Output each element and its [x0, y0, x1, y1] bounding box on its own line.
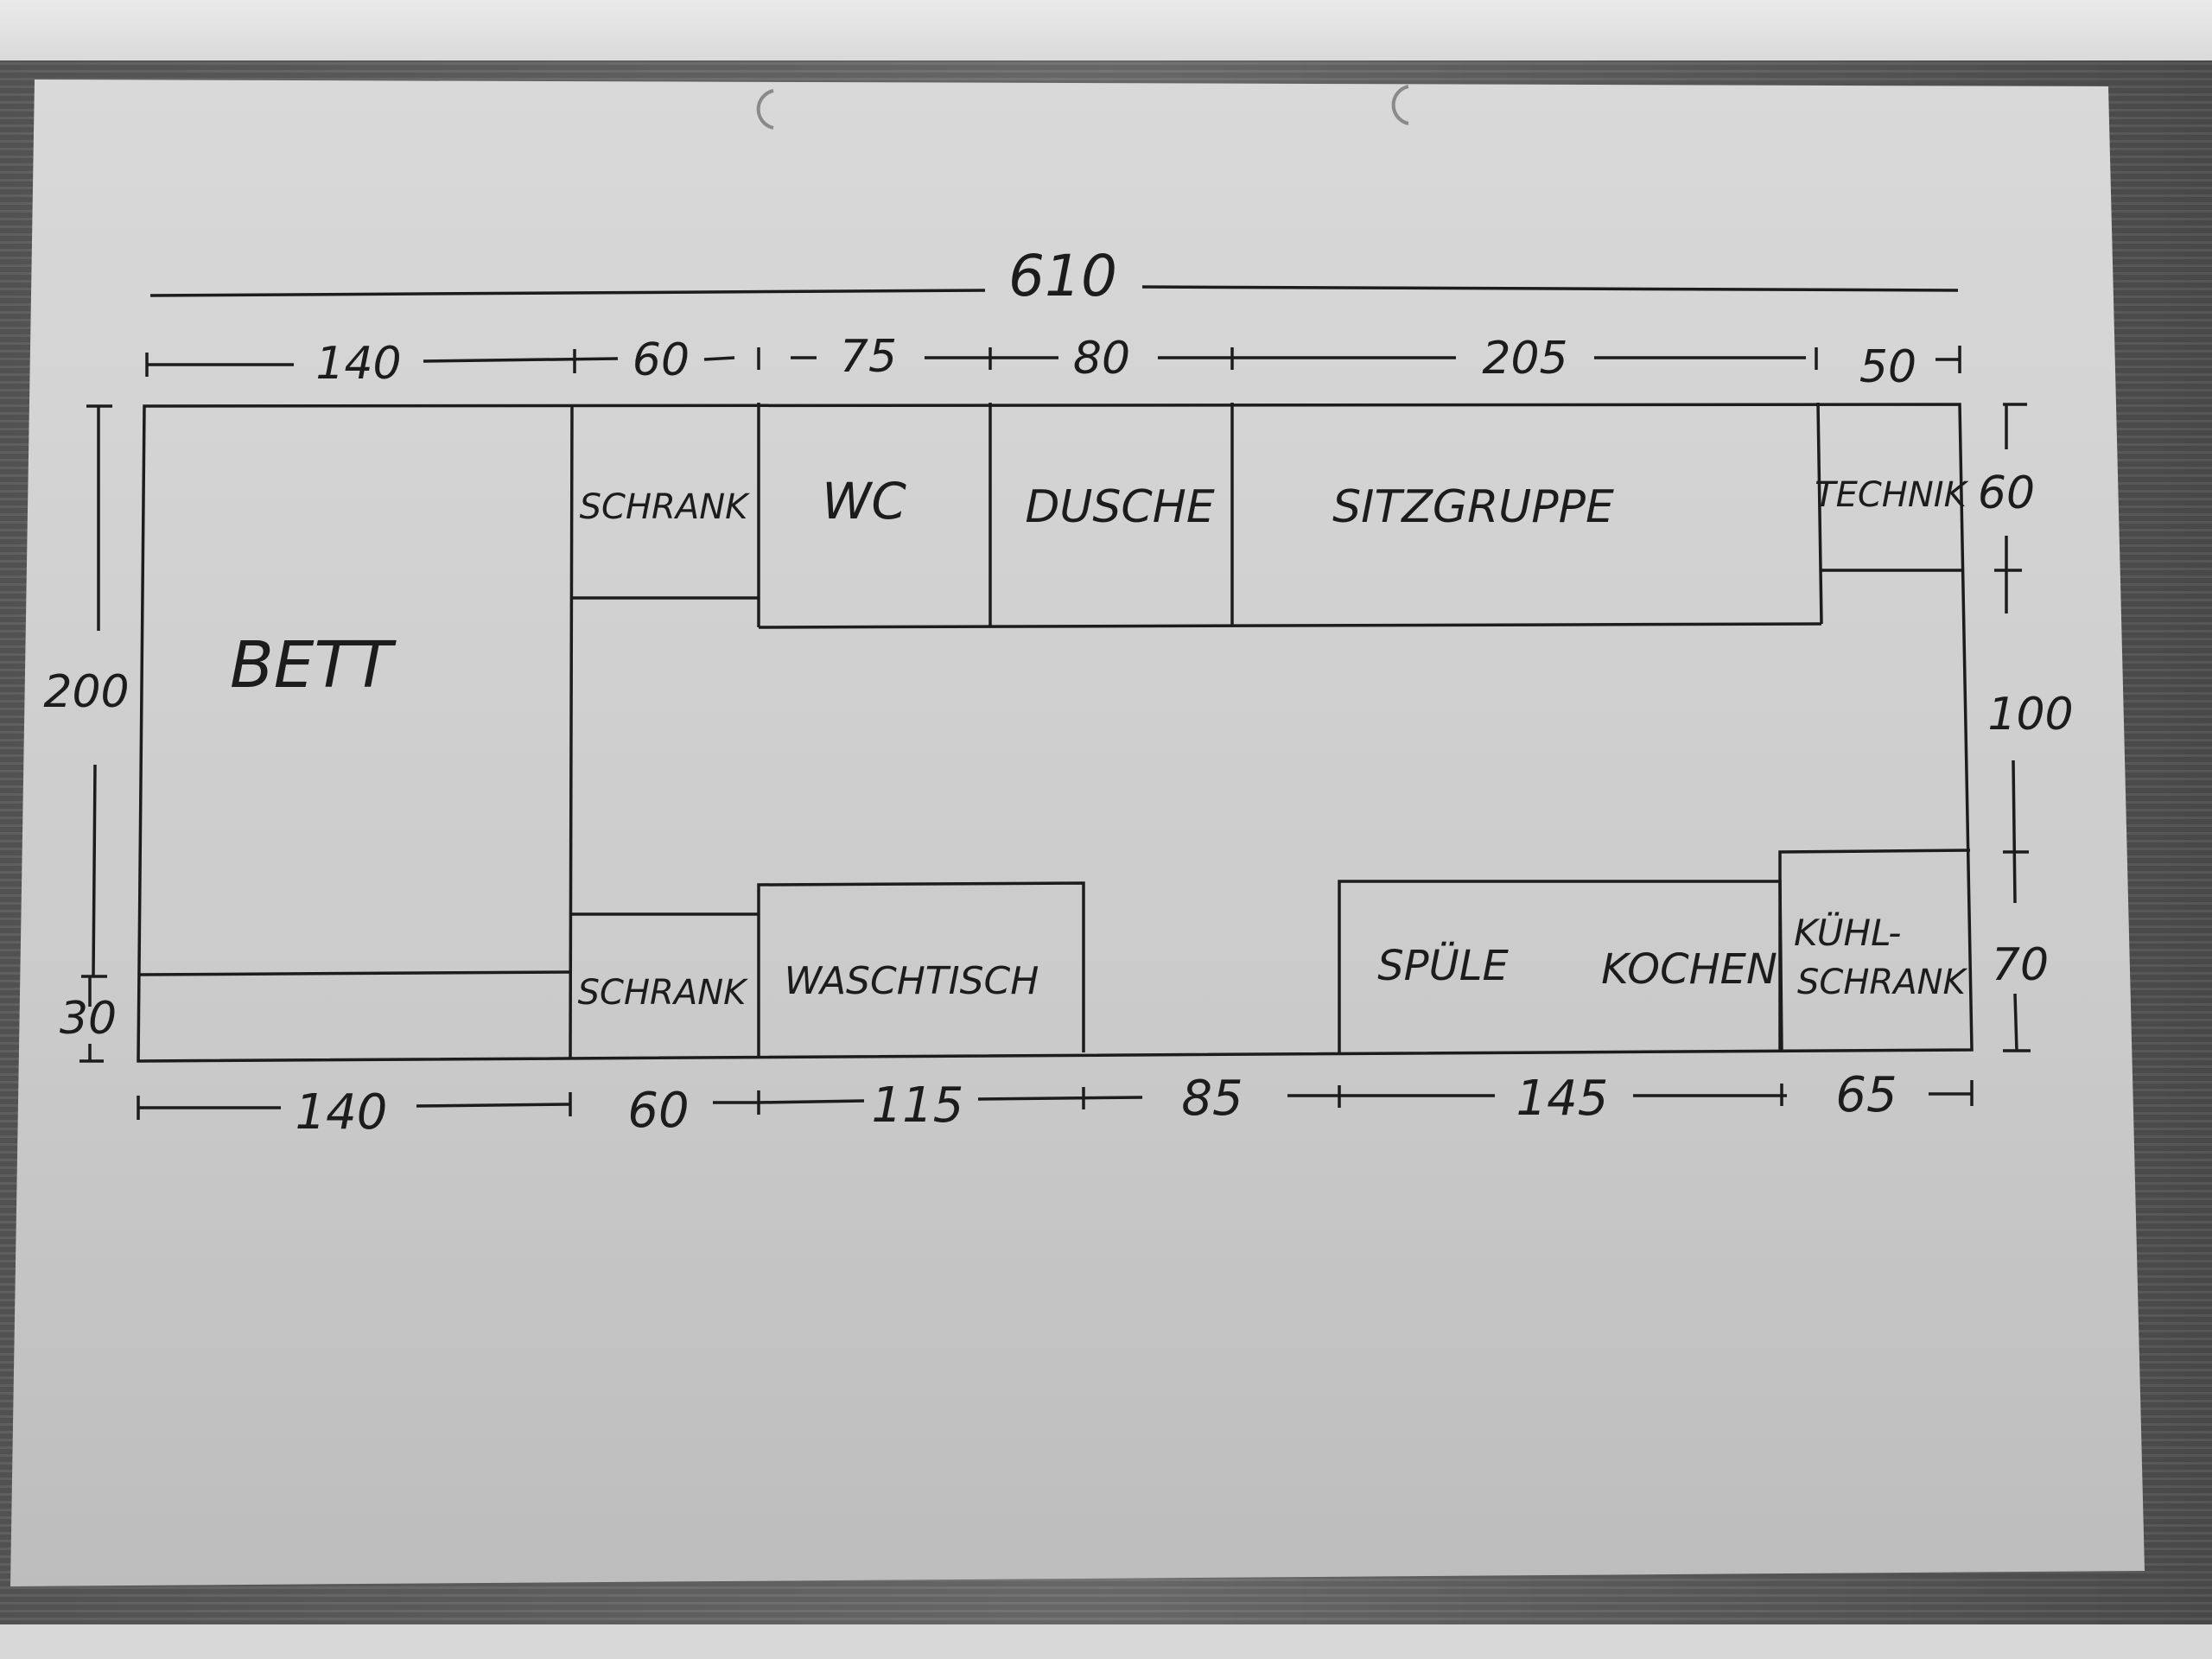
dim-bottom-waschtisch: 115 — [872, 1077, 964, 1134]
label-dusche: DUSCHE — [1025, 481, 1215, 533]
label-bett: BETT — [230, 628, 397, 702]
dim-right-gang: 100 — [1987, 689, 2073, 741]
dim-top-bett: 140 — [315, 338, 401, 390]
dim-top-dusche: 80 — [1073, 333, 1130, 385]
label-waschtisch: WASCHTISCH — [785, 959, 1039, 1003]
dim-bottom-kuehlschrank: 65 — [1835, 1067, 1897, 1123]
waschtisch-box — [757, 881, 1085, 1056]
label-schrank-bottom: SCHRANK — [578, 973, 748, 1013]
dim-left-bett: 200 — [43, 666, 129, 718]
upper-block-bottom — [758, 622, 1822, 629]
dim-610-left — [149, 289, 986, 297]
outer-wall — [137, 403, 1974, 1063]
label-spuele: SPÜLE — [1377, 942, 1509, 990]
label-sitzgruppe: SITZGRUPPE — [1332, 481, 1614, 533]
bed-foot-line — [139, 970, 571, 976]
label-schrank-top: SCHRANK — [580, 487, 750, 527]
label-kuehlschrank-1: KÜHL- — [1794, 911, 1901, 954]
dim-610-right — [1141, 285, 1959, 292]
background-strip-top — [0, 0, 2212, 60]
dim-bottom-kueche: 145 — [1516, 1071, 1609, 1127]
dim-top-wc: 75 — [840, 331, 897, 383]
label-wc: WC — [822, 472, 906, 531]
paper — [10, 79, 2145, 1586]
floor-plan-lines — [79, 285, 2031, 1120]
label-kuehlschrank-2: SCHRANK — [1797, 963, 1967, 1002]
punch-hole-right — [1391, 85, 1409, 125]
fridge-box — [1778, 849, 1971, 1051]
dim-left-fuss: 30 — [60, 993, 117, 1045]
label-technik: TECHNIK — [1815, 475, 1968, 515]
dim-top-sitzgruppe: 205 — [1482, 333, 1567, 385]
dim-bottom-bett: 140 — [296, 1084, 388, 1141]
punch-hole-left — [756, 89, 774, 130]
dim-overall-length: 610 — [1008, 243, 1117, 309]
dim-bottom-schrank: 60 — [627, 1083, 689, 1139]
bed-divider — [569, 404, 574, 1060]
background-strip-bottom — [0, 1624, 2212, 1659]
dim-right-technik: 60 — [1978, 467, 2035, 519]
sitz-right — [1816, 402, 1823, 625]
dim-top-schrank: 60 — [632, 334, 690, 386]
label-kochen: KOCHEN — [1601, 945, 1777, 994]
dim-bottom-gang: 85 — [1181, 1071, 1243, 1127]
dim-top-technik: 50 — [1859, 341, 1916, 393]
dim-right-kuehlschrank: 70 — [1992, 939, 2049, 991]
